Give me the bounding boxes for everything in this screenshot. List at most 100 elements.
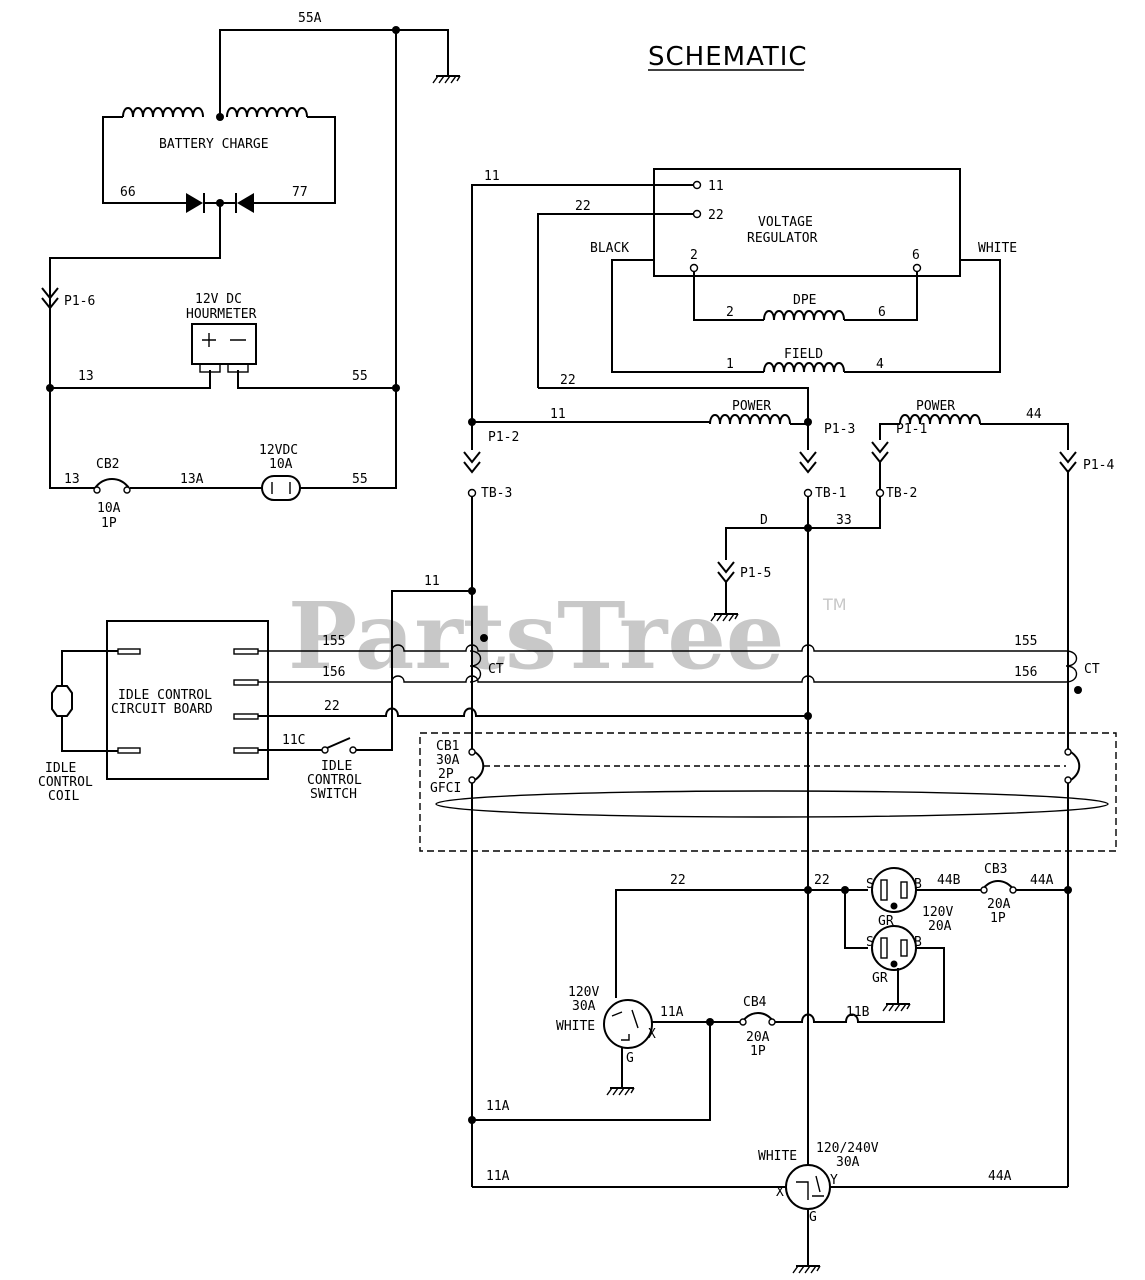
power-coil-1 (709, 414, 791, 425)
wire-label-11-power: 11 (550, 407, 566, 422)
receptacle-120-240v-30a (785, 1164, 831, 1210)
connector-label-p1-6: P1-6 (64, 294, 95, 309)
wire-label-6: 6 (878, 305, 886, 320)
idle-switch-label-line3: SWITCH (310, 787, 357, 802)
connector-p1-4 (1059, 451, 1077, 473)
cb2-poles: 1P (101, 516, 117, 531)
wire-label-66: 66 (120, 185, 136, 200)
receptacle-30a-g: G (626, 1051, 634, 1066)
wire-label-4: 4 (876, 357, 884, 372)
wire-label-13-lower: 13 (64, 472, 80, 487)
power-label-2: POWER (916, 399, 955, 414)
receptacle-240v-y: Y (830, 1173, 838, 1188)
diode-right (237, 193, 254, 213)
wire-label-156-left: 156 (322, 665, 345, 680)
cb1-poles: 2P (438, 767, 454, 782)
cb3-poles: 1P (990, 911, 1006, 926)
wire-label-11-regulator: 11 (484, 169, 500, 184)
battery-charge-circuit (41, 26, 461, 501)
wire-label-77: 77 (292, 185, 308, 200)
hourmeter (191, 323, 257, 365)
connector-label-p1-5: P1-5 (740, 566, 771, 581)
connector-p1-1 (871, 441, 889, 463)
idle-coil-label-line3: COIL (48, 789, 79, 804)
duplex-top-gr: GR (878, 914, 894, 929)
connector-label-p1-1: P1-1 (896, 422, 927, 437)
duplex-top-s: S (866, 877, 874, 892)
cb4-label: CB4 (743, 995, 767, 1010)
connector-p1-5 (717, 561, 735, 583)
terminal-label-tb-2: TB-2 (886, 486, 917, 501)
wire-label-2: 2 (726, 305, 734, 320)
ct-label-right: CT (1084, 662, 1100, 677)
wire-label-44a-bottom: 44A (988, 1169, 1012, 1184)
outlet-circuits (468, 867, 1072, 1210)
wire-label-55-lower: 55 (352, 472, 368, 487)
terminal-label-tb-1: TB-1 (815, 486, 846, 501)
idle-coil-label-line1: IDLE (45, 761, 76, 776)
receptacle-240v-white: WHITE (758, 1149, 797, 1164)
wire-label-11a-middle: 11A (486, 1099, 510, 1114)
main-bus-lines (471, 470, 1069, 1274)
wire-label-d: D (760, 513, 768, 528)
voltage-regulator-circuit (463, 168, 1077, 622)
dpe-coil (763, 310, 845, 321)
cb1-label: CB1 (436, 739, 459, 754)
receptacle-240v-amperage: 30A (836, 1155, 860, 1170)
receptacle-240v-voltage: 120/240V (816, 1141, 879, 1156)
idle-switch-label-line1: IDLE (321, 759, 352, 774)
duplex-bottom-s: S (866, 935, 874, 950)
wire-label-22-outlet-right: 22 (814, 873, 830, 888)
wire-label-1: 1 (726, 357, 734, 372)
regulator-terminal-11: 11 (708, 179, 724, 194)
voltage-regulator-label-line2: REGULATOR (747, 231, 818, 246)
ct-label-left: CT (488, 662, 504, 677)
idle-coil-label-line2: CONTROL (38, 775, 93, 790)
voltage-regulator-label-line1: VOLTAGE (758, 215, 813, 230)
wire-label-11-idle: 11 (424, 574, 440, 589)
hourmeter-label-line1: 12V DC (195, 292, 242, 307)
gfci-label: GFCI (430, 781, 461, 796)
receptacle-30a-x: X (648, 1027, 656, 1042)
receptacle-30a-amperage: 30A (572, 999, 596, 1014)
receptacle-240v-g: G (809, 1210, 817, 1225)
voltage-regulator (653, 168, 961, 277)
regulator-terminal-6: 6 (912, 248, 920, 263)
idle-control-board-label-line2: CIRCUIT BOARD (111, 702, 213, 717)
receptacle-120v-30a (603, 999, 653, 1049)
wire-label-11a-bottom: 11A (486, 1169, 510, 1184)
black-wire-label: BLACK (590, 241, 629, 256)
wire-label-33: 33 (836, 513, 852, 528)
power-label-1: POWER (732, 399, 771, 414)
cb4-rating: 20A (746, 1030, 770, 1045)
cb1-gfci-breaker (419, 732, 1117, 852)
receptacle-30a-white: WHITE (556, 1019, 595, 1034)
wire-label-155-left: 155 (322, 634, 345, 649)
duplex-bottom-gr: GR (872, 971, 888, 986)
white-wire-label: WHITE (978, 241, 1017, 256)
wire-label-22-idle: 22 (324, 699, 340, 714)
wire-label-44b: 44B (937, 873, 961, 888)
wire-label-11c: 11C (282, 733, 305, 748)
battery-charge-coil-right (226, 107, 308, 118)
fuse-label-line2: 10A (269, 457, 293, 472)
idle-control-coil (51, 685, 73, 717)
duplex-voltage: 120V (922, 905, 953, 920)
idle-control-board-label-line1: IDLE CONTROL (118, 688, 212, 703)
cb2-label: CB2 (96, 457, 119, 472)
cb3-rating: 20A (987, 897, 1011, 912)
wire-label-155-right: 155 (1014, 634, 1037, 649)
wire-label-22-outlet-left: 22 (670, 873, 686, 888)
connector-label-p1-3: P1-3 (824, 422, 855, 437)
connector-p1-3 (799, 451, 817, 473)
cb3-label: CB3 (984, 862, 1007, 877)
idle-control-circuit-board (106, 620, 269, 780)
battery-charge-label: BATTERY CHARGE (159, 137, 269, 152)
cb1-rating: 30A (436, 753, 460, 768)
field-coil (763, 362, 845, 373)
wire-label-13-upper: 13 (78, 369, 94, 384)
fuse-12vdc-10a (261, 475, 301, 501)
duplex-amperage: 20A (928, 919, 952, 934)
watermark: PartsTree (288, 582, 784, 690)
